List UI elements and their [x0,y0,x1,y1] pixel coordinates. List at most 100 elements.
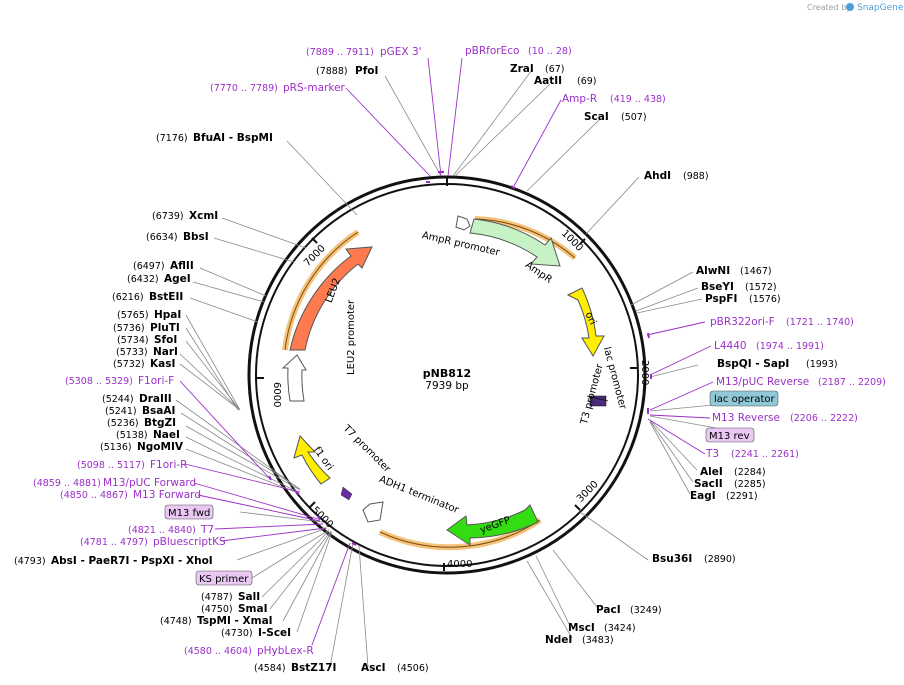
primer-name-m13-puc-reverse: M13/pUC Reverse [716,376,809,388]
primer-name-m13-reverse: M13 Reverse [712,412,780,424]
primer-pos-m13-puc-reverse: (2187 .. 2209) [818,377,886,388]
primer-pos-pbrforeco: (10 .. 28) [528,46,572,57]
site-name-ngomiv: NgoMIV [137,441,184,453]
site-name-alei: AleI [700,466,723,478]
site-pos-bseyi: (1572) [745,282,777,293]
site-name-msci: MscI [568,622,595,634]
tick-marks [256,237,638,571]
primer-leader-lines [179,57,779,646]
site-name-sali: SalI [238,591,260,603]
site-pos-scai: (507) [621,112,647,123]
site-pos-alei: (2284) [734,467,766,478]
site-name-bbsi: BbsI [183,231,209,243]
site-pos-aatii: (69) [577,76,597,87]
site-pos-alwni: (1467) [740,266,772,277]
site-name-ahdi: AhdI [644,170,671,182]
primer-name-f1ori-r: F1ori-R [150,459,187,471]
adh1-terminator-label: ADH1 terminator [377,474,461,516]
site-pos-bsu36i: (2890) [704,554,736,565]
site-name-xcmi: XcmI [189,210,218,222]
site-name-i-scei: I-SceI [258,627,291,639]
adh1-terminator-arrow [362,501,384,523]
primer-name-phyblex-r: pHybLex-R [257,645,314,657]
primer-pos-pgex3: (7889 .. 7911) [306,47,374,58]
site-name-pspfi: PspFI [705,293,737,305]
site-pos-pfoi: (7888) [316,66,348,77]
site-name-sacii: SacII [694,478,723,490]
site-pos-sfoi: (5734) [117,335,149,346]
t3-promoter-label: T3 promoter [579,362,606,427]
site-pos-draiii: (5244) [102,394,134,405]
site-pos-ngomiv: (5136) [100,442,132,453]
site-name-nari: NarI [153,346,178,358]
primer-pos-t7: (4821 .. 4840) [128,525,196,536]
primer-pos-m13-puc-forward: (4859 .. 4881) [33,478,101,489]
site-name-bspqi: BspQI - SapI [717,358,789,370]
site-name-scai: ScaI [584,111,609,123]
primer-name-pbrforeco: pBRforEco [465,45,519,57]
tick-label-2000: 2000 [639,360,650,385]
site-pos-hpai: (5765) [117,310,149,321]
site-pos-xcmi: (6739) [152,211,184,222]
ampr-halo-line [474,218,576,259]
site-pos-bsaai: (5241) [105,406,137,417]
primer-pos-phyblex-r: (4580 .. 4604) [184,646,252,657]
primer-pos-pbr322ori-f: (1721 .. 1740) [786,317,854,328]
ks-primer-box [195,570,253,586]
m13-fwd-label: M13 fwd [168,508,210,519]
site-pos-btgzi: (5236) [107,418,139,429]
site-name-bsu36i: Bsu36I [652,553,692,565]
credit-brand: SnapGene [857,3,904,13]
site-pos-sacii: (2285) [734,479,766,490]
site-pos-pspfi: (1576) [749,294,781,305]
ampr-promoter-arrow [455,215,471,231]
site-pos-sali: (4787) [201,592,233,603]
site-name-btgzi: BtgZI [144,417,176,429]
primer-name-l4440: L4440 [714,340,747,352]
primer-name-m13-puc-forward: M13/pUC Forward [103,477,196,489]
site-pos-eagi: (2291) [726,491,758,502]
primer-name-pbluescriptks: pBluescriptKS [153,536,226,548]
snapgene-logo-icon [846,3,854,11]
ori-arrow [566,287,605,357]
yegfp-arrow [446,504,539,546]
site-pos-ahdi: (988) [683,171,709,182]
site-pos-tspmi: (4748) [160,616,192,627]
site-name-draiii: DraIII [139,393,172,405]
primer-name-amp-r: Amp-R [562,93,597,105]
site-pos-nari: (5733) [116,347,148,358]
site-pos-absi: (4793) [14,556,46,567]
site-name-pfoi: PfoI [355,65,378,77]
site-pos-asci: (4506) [397,663,429,674]
tick-label-4000: 4000 [447,559,472,570]
primer-name-pbr322ori-f: pBR322ori-F [710,316,775,328]
site-name-bsteii: BstEII [149,291,183,303]
primer-name-prs-marker: pRS-marker [283,82,346,94]
primer-pos-prs-marker: (7770 .. 7789) [210,83,278,94]
site-pos-pluti: (5736) [113,323,145,334]
site-name-bfuai: BfuAI - BspMI [193,132,273,144]
ks-primer-label: KS primer [199,574,249,585]
site-name-naei: NaeI [153,429,180,441]
site-name-bsaai: BsaAI [142,405,175,417]
site-name-eagi: EagI [690,490,716,502]
site-name-aatii: AatII [534,75,562,87]
credit-prefix: Created by [807,3,851,12]
site-name-ndei: NdeI [545,634,572,646]
site-pos-bsteii: (6216) [112,292,144,303]
primer-binding-marks [268,171,652,546]
primer-pos-m13-reverse: (2206 .. 2222) [790,413,858,424]
site-pos-i-scei: (4730) [221,628,253,639]
primer-pos-f1ori-r: (5098 .. 5117) [77,460,145,471]
site-pos-msci: (3424) [604,623,636,634]
site-pos-bfuai: (7176) [156,133,188,144]
site-pos-bspqi: (1993) [806,359,838,370]
primer-name-f1ori-f: F1ori-F [138,375,174,387]
site-name-bseyi: BseYI [701,281,734,293]
site-name-pluti: PluTI [150,322,180,334]
lac-operator-box [709,390,779,407]
site-name-agei: AgeI [164,273,191,285]
m13-rev-box [705,427,755,443]
primer-name-m13-forward: M13 Forward [133,489,201,501]
